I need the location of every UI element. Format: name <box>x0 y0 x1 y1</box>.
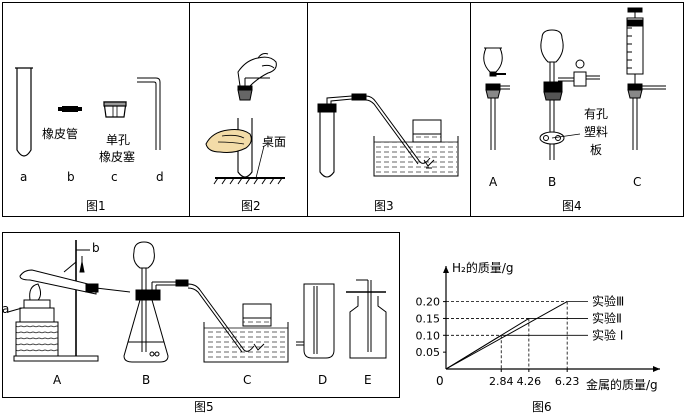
apparatus-5A <box>7 240 131 362</box>
fig5-caption: 图5 <box>194 400 214 414</box>
y-axis-label: H₂的质量/g <box>452 260 514 275</box>
fig3: 图3 <box>317 93 459 213</box>
fig2-label-table: 桌面 <box>262 135 286 149</box>
series-label: 实验Ⅲ <box>592 294 624 309</box>
fig2-frame <box>189 2 308 217</box>
fig4-label-C: C <box>633 175 641 189</box>
fig1-label-single-hole: 单孔 <box>106 133 130 147</box>
fig5-label-A: A <box>53 373 62 387</box>
hand-bottom <box>205 129 252 153</box>
x-tick-label: 6.23 <box>555 375 580 388</box>
apparatus-5E <box>346 279 387 359</box>
fig2: 桌面 图2 <box>205 53 286 213</box>
fig5-label-C: C <box>243 373 251 387</box>
y-tick-label: 0.05 <box>416 346 441 359</box>
origin-label: 0 <box>436 374 444 388</box>
fig6-caption: 图6 <box>532 400 552 414</box>
fig5-label-D: D <box>318 373 327 387</box>
apparatus-5C <box>187 283 289 363</box>
x-axis-arrow <box>653 366 660 372</box>
fig1-label-rubber-tube: 橡皮管 <box>42 126 78 141</box>
x-tick-label: 2.84 <box>489 375 514 388</box>
fig5-label-E: E <box>364 373 372 387</box>
fig5: a b A B <box>2 240 387 414</box>
y-tick-label: 0.15 <box>416 312 441 325</box>
fig5-callout-a: a <box>2 302 9 316</box>
stopper-with-tube <box>237 77 270 101</box>
fig1-letter-a: a <box>20 170 27 184</box>
apparatus-4B <box>539 29 600 160</box>
fig5-frame <box>2 232 400 398</box>
apparatus-5B <box>123 241 189 363</box>
series-label: 实验 Ⅰ <box>592 327 623 342</box>
water-trough-fig3 <box>373 119 459 177</box>
fig1: a 橡皮管 b 单孔 橡皮塞 c d 图1 <box>15 67 164 213</box>
hand-top <box>237 53 277 87</box>
fig3-caption: 图3 <box>374 199 394 213</box>
rubber-stopper-c <box>103 101 127 118</box>
fig4-plate-label-1: 有孔 <box>584 107 608 121</box>
fig5-callout-b: b <box>92 241 100 255</box>
fig2-caption: 图2 <box>241 199 261 213</box>
y-tick-label: 0.20 <box>416 296 441 309</box>
apparatus-4A <box>483 47 510 150</box>
fig4-caption: 图4 <box>562 199 582 213</box>
fig4-frame <box>470 2 684 217</box>
y-axis-arrow <box>443 266 449 273</box>
series-label: 实验Ⅱ <box>592 310 622 325</box>
fig4-plate-label-2: 塑料 <box>584 124 608 139</box>
fig5-label-B: B <box>142 373 150 387</box>
test-tube-fig3 <box>319 112 335 178</box>
fig1-caption: 图1 <box>86 199 106 213</box>
fig4-label-A: A <box>489 175 498 189</box>
fig1-letter-c: c <box>111 170 118 184</box>
y-tick-label: 0.10 <box>416 329 441 342</box>
test-tube-a <box>15 67 33 157</box>
fig4-plate-label-3: 板 <box>590 143 602 157</box>
fig4: A 有孔 塑料 板 B <box>483 7 666 213</box>
table-surface <box>213 145 285 185</box>
panel-frames <box>2 2 684 398</box>
fig1-letter-b: b <box>67 170 75 184</box>
x-tick-label: 4.26 <box>517 375 542 388</box>
apparatus-4C <box>626 7 666 150</box>
fig4-label-B: B <box>548 175 556 189</box>
fig1-letter-d: d <box>156 170 164 184</box>
fig1-label-stopper: 橡皮塞 <box>99 149 135 164</box>
series-line <box>445 334 502 370</box>
apparatus-5D <box>296 283 335 359</box>
stopper-fig3 <box>317 103 337 113</box>
x-axis-label: 金属的质量/g <box>586 377 658 392</box>
bent-glass-tube-d <box>137 77 161 150</box>
rubber-tube-b <box>58 106 82 112</box>
